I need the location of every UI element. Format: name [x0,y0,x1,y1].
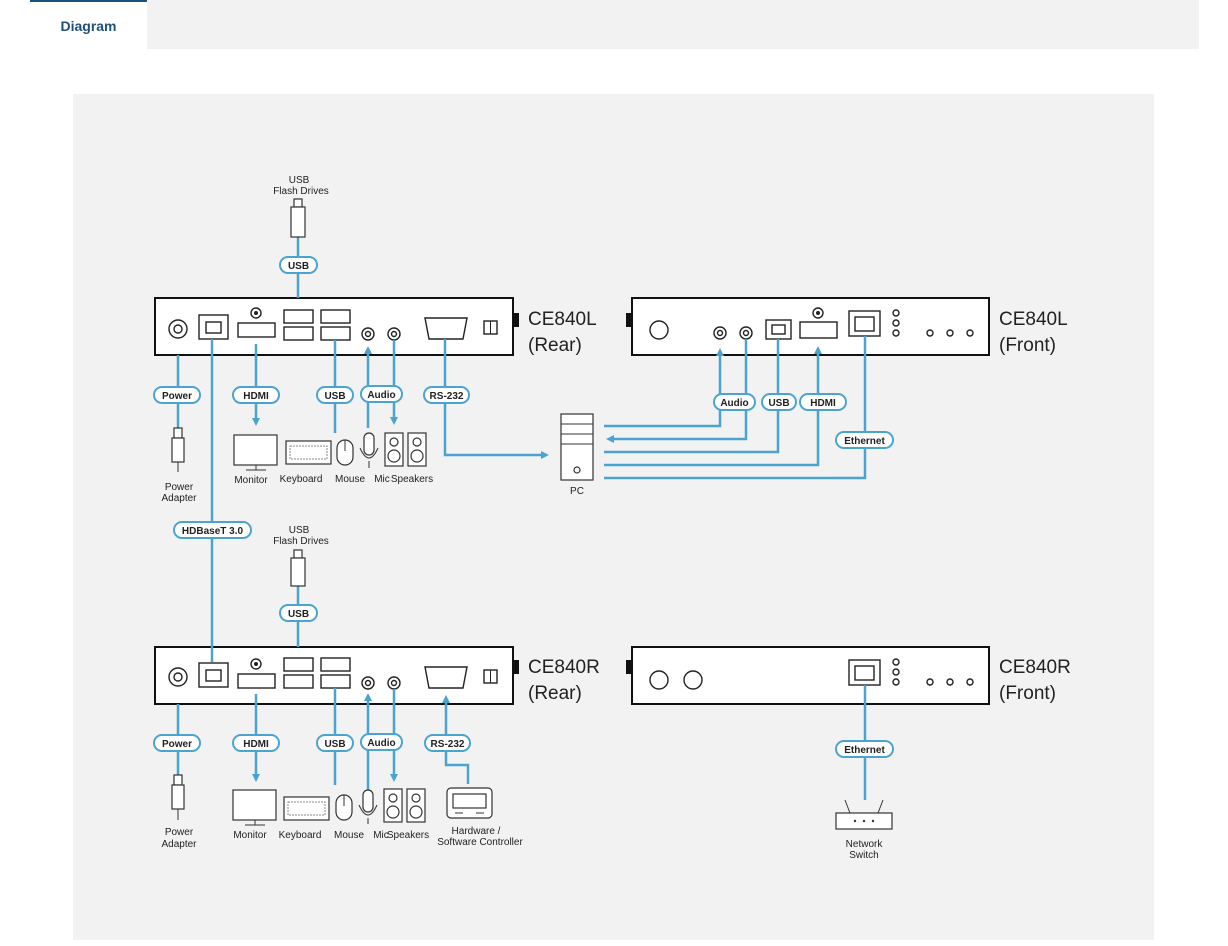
keyboard-bottom-icon [283,796,330,821]
speakers-top-label: Speakers [391,474,433,485]
power-adapter-top-icon [171,427,185,472]
flash-drives-top-label-1: USB [289,175,310,186]
keyboard-top-label: Keyboard [280,474,323,485]
audio-label-front: Audio [713,393,756,411]
svg-text:RS-232: RS-232 [430,391,464,402]
svg-text:Ethernet: Ethernet [844,436,885,447]
rs232-label-bottom: RS-232 [424,734,471,752]
ce840l-rear-unit [154,297,519,356]
svg-text:Audio: Audio [720,398,748,409]
pc-label: PC [570,486,584,497]
mouse-top-icon [336,439,354,466]
ce840r-front-side: (Front) [999,683,1056,704]
ce840r-front-unit [626,646,990,705]
mouse-bottom-label: Mouse [334,830,364,841]
ethernet-label-bottom: Ethernet [835,740,894,758]
flash-drives-top-label-2: Flash Drives [273,186,329,197]
power-label-top: Power [153,386,201,404]
tab-diagram[interactable]: Diagram [30,0,147,49]
ethernet-label-top: Ethernet [835,431,894,449]
usb-label-top-peripherals: USB [316,386,354,404]
ce840l-front-unit [626,297,990,356]
mouse-top-label: Mouse [335,474,365,485]
svg-text:HDMI: HDMI [243,391,269,402]
svg-text:Audio: Audio [367,738,395,749]
speakers-top-icon [384,432,427,467]
audio-label-bottom: Audio [360,733,403,751]
usb-label-bottom-drive: USB [279,604,318,622]
speakers-bottom-icon [383,788,426,823]
svg-text:HDBaseT 3.0: HDBaseT 3.0 [182,526,244,537]
svg-text:USB: USB [768,398,789,409]
controller-label-1: Hardware / [452,826,501,837]
mic-bottom-label: Mic [373,830,389,841]
monitor-bottom-icon [232,789,277,826]
svg-text:Ethernet: Ethernet [844,745,885,756]
hdmi-label-top: HDMI [232,386,280,404]
svg-text:USB: USB [324,391,345,402]
rs232-label-top: RS-232 [423,386,470,404]
usb-label-top-drive: USB [279,256,318,274]
monitor-top-label: Monitor [234,475,268,486]
svg-text:Power: Power [162,391,192,402]
power-label-bottom: Power [153,734,201,752]
keyboard-top-icon [285,440,332,465]
usb-label-front: USB [761,393,797,411]
usb-label-bottom-peripherals: USB [316,734,354,752]
network-switch-icon [835,799,893,830]
tab-bar: Diagram [30,0,1199,49]
power-adapter-top-label-1: Power [165,482,194,493]
mic-bottom-icon [358,789,378,824]
ce840l-rear-name: CE840L [528,309,597,330]
monitor-bottom-label: Monitor [233,830,267,841]
svg-text:RS-232: RS-232 [431,739,465,750]
ce840l-rear-side: (Rear) [528,335,582,356]
mic-top-icon [359,432,379,468]
flash-drives-bottom-label-1: USB [289,525,310,536]
flash-drives-bottom-label-2: Flash Drives [273,536,329,547]
svg-text:USB: USB [324,739,345,750]
controller-icon [446,787,493,819]
ce840l-front-side: (Front) [999,335,1056,356]
pc-tower-icon [560,413,594,481]
ce840r-front-name: CE840R [999,657,1071,678]
ce840l-front-name: CE840L [999,309,1068,330]
svg-text:HDMI: HDMI [810,398,836,409]
hdmi-label-bottom: HDMI [232,734,280,752]
power-adapter-top-label-2: Adapter [161,493,197,504]
hdmi-label-front: HDMI [799,393,847,411]
network-switch-label-2: Switch [849,850,878,861]
monitor-top-icon [233,434,278,471]
svg-text:USB: USB [288,261,309,272]
controller-label-2: Software Controller [437,837,523,848]
svg-text:USB: USB [288,609,309,620]
mouse-bottom-icon [335,794,353,821]
audio-label-top: Audio [360,385,403,403]
mic-top-label: Mic [374,474,390,485]
svg-text:HDMI: HDMI [243,739,269,750]
svg-text:Power: Power [162,739,192,750]
network-switch-label-1: Network [846,839,884,850]
ce840r-rear-unit [154,646,519,705]
power-adapter-bottom-icon [171,774,185,820]
keyboard-bottom-label: Keyboard [279,830,322,841]
flash-drive-bottom-icon [290,549,306,587]
power-adapter-bottom-label-2: Adapter [161,839,197,850]
ce840r-rear-side: (Rear) [528,683,582,704]
ce840r-rear-name: CE840R [528,657,600,678]
speakers-bottom-label: Speakers [387,830,429,841]
svg-text:Audio: Audio [367,390,395,401]
flash-drive-top-icon [290,198,306,238]
hdbaset-label: HDBaseT 3.0 [173,521,252,539]
power-adapter-bottom-label-1: Power [165,827,194,838]
